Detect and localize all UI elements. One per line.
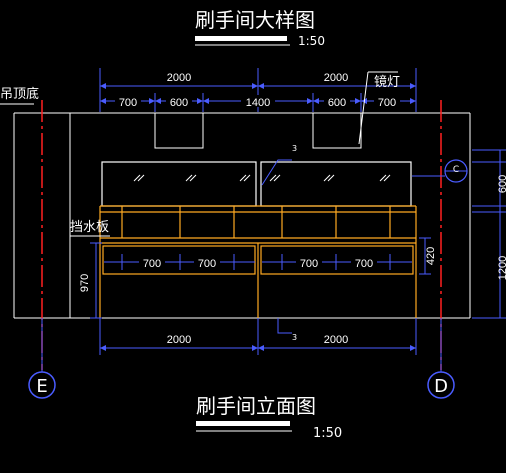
top-title: 刷手间大样图 — [195, 8, 315, 32]
grid-label-e: E — [36, 376, 47, 397]
callout-c-label: C — [453, 165, 459, 175]
splash-board-label: 挡水板 — [70, 220, 109, 235]
dim-right-600: 600 — [497, 175, 506, 193]
top-scale: 1:50 — [298, 34, 325, 48]
mirror-light-fixtures — [154, 113, 362, 149]
dim-inner-2: 700 — [198, 258, 216, 270]
dim-bottom-right: 2000 — [324, 334, 348, 346]
ceiling-label: 吊顶底 — [0, 86, 39, 102]
mirror-panels — [101, 161, 412, 207]
section-tag-lower: 3 — [292, 333, 297, 342]
grid-label-d: D — [434, 376, 448, 397]
dim-inner-4: 700 — [355, 258, 373, 270]
dim-top-seg-3: 1400 — [246, 97, 270, 109]
bottom-title: 刷手间立面图 — [196, 394, 316, 418]
grid-bubble-d: D — [427, 318, 455, 399]
dim-inner-1: 700 — [143, 258, 161, 270]
mirror-light-label: 镜灯 — [374, 75, 400, 90]
dim-top-total-right: 2000 — [324, 72, 348, 84]
dim-top-seg-5: 700 — [378, 97, 396, 109]
section-tag-lower-leader — [277, 318, 292, 334]
splash-board-and-basins — [99, 205, 417, 318]
mirror-hatch-marks — [133, 174, 391, 182]
top-title-underline-thick — [195, 36, 287, 41]
dim-inner-3: 700 — [300, 258, 318, 270]
dim-top-seg-4: 600 — [328, 97, 346, 109]
section-tag-upper-leader — [261, 159, 292, 186]
bottom-title-underline-thick — [196, 421, 290, 426]
right-edge-dimensions — [472, 149, 506, 319]
bottom-dimension-lines — [99, 318, 417, 355]
dim-top-total-left: 2000 — [167, 72, 191, 84]
top-dimension-ticks — [100, 83, 416, 104]
grid-bubble-e: E — [28, 318, 56, 399]
dim-top-seg-1: 700 — [119, 97, 137, 109]
dim-bottom-left: 2000 — [167, 334, 191, 346]
height-dim-420 — [419, 237, 431, 275]
inner-dimension-lines — [104, 254, 412, 270]
section-tag-upper: 3 — [292, 144, 297, 153]
dim-height-left: 970 — [79, 274, 91, 292]
dim-right-1200: 1200 — [497, 256, 506, 280]
mirror-light-leader — [358, 71, 369, 145]
dim-height-420: 420 — [425, 247, 437, 265]
dim-top-seg-2: 600 — [170, 97, 188, 109]
bottom-scale: 1:50 — [313, 426, 342, 441]
